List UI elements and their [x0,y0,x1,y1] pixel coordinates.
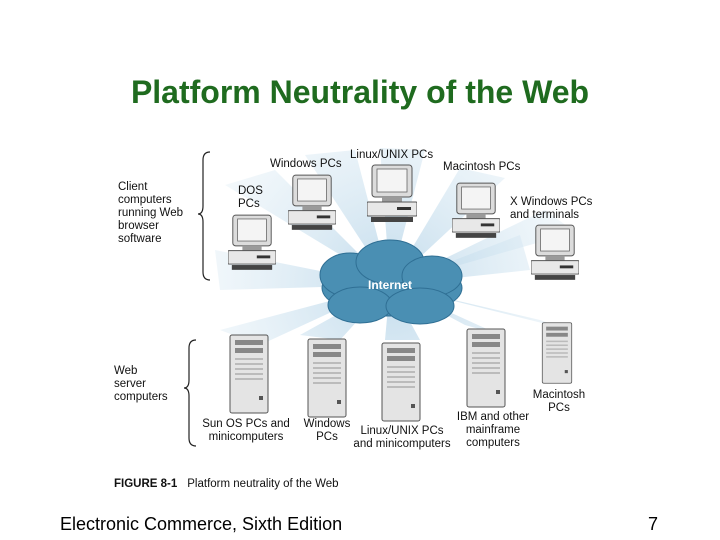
macintosh-pc-icon [452,182,500,239]
macintosh-server-icon [541,322,573,384]
linux-unix-pc-icon [367,164,417,223]
servers-group-label: Web server computers [114,365,168,403]
page-number: 7 [648,514,659,534]
client-label-mac: Macintosh PCs [443,161,521,173]
server-label-windows: Windows PCs [303,418,351,443]
clients-group-label: Client computers running Web browser sof… [118,181,183,245]
slide-title: Platform Neutrality of the Web [130,74,590,110]
server-label-mainframe: IBM and other mainframe computers [456,411,530,449]
client-label-xwindows: X Windows PCs and terminals [510,196,593,221]
linux-unix-server-icon [381,342,421,422]
server-label-mac: Macintosh PCs [532,389,586,414]
client-label-dos: DOS PCs [238,185,263,210]
dos-pc-icon [228,214,276,271]
footer-book-title: Electronic Commerce, Sixth Edition [60,514,343,534]
sun-os-server-icon [229,334,269,414]
clients-bracket [197,151,211,281]
server-label-linux: Linux/UNIX PCs and minicomputers [353,425,451,450]
internet-label: Internet [368,278,413,292]
figure-number: FIGURE 8-1 [114,478,178,490]
windows-pc-icon [288,174,336,231]
figure-caption-text: Platform neutrality of the Web [187,478,339,490]
client-label-windows: Windows PCs [270,158,342,170]
figure-caption: FIGURE 8-1 Platform neutrality of the Web [114,478,339,490]
servers-bracket [183,339,197,447]
server-label-sun: Sun OS PCs and minicomputers [202,418,290,443]
mainframe-server-icon [466,328,506,408]
client-label-linux: Linux/UNIX PCs [350,149,434,161]
x-windows-terminal-icon [531,224,579,281]
internet-cloud [319,239,463,325]
windows-server-icon [307,338,347,418]
